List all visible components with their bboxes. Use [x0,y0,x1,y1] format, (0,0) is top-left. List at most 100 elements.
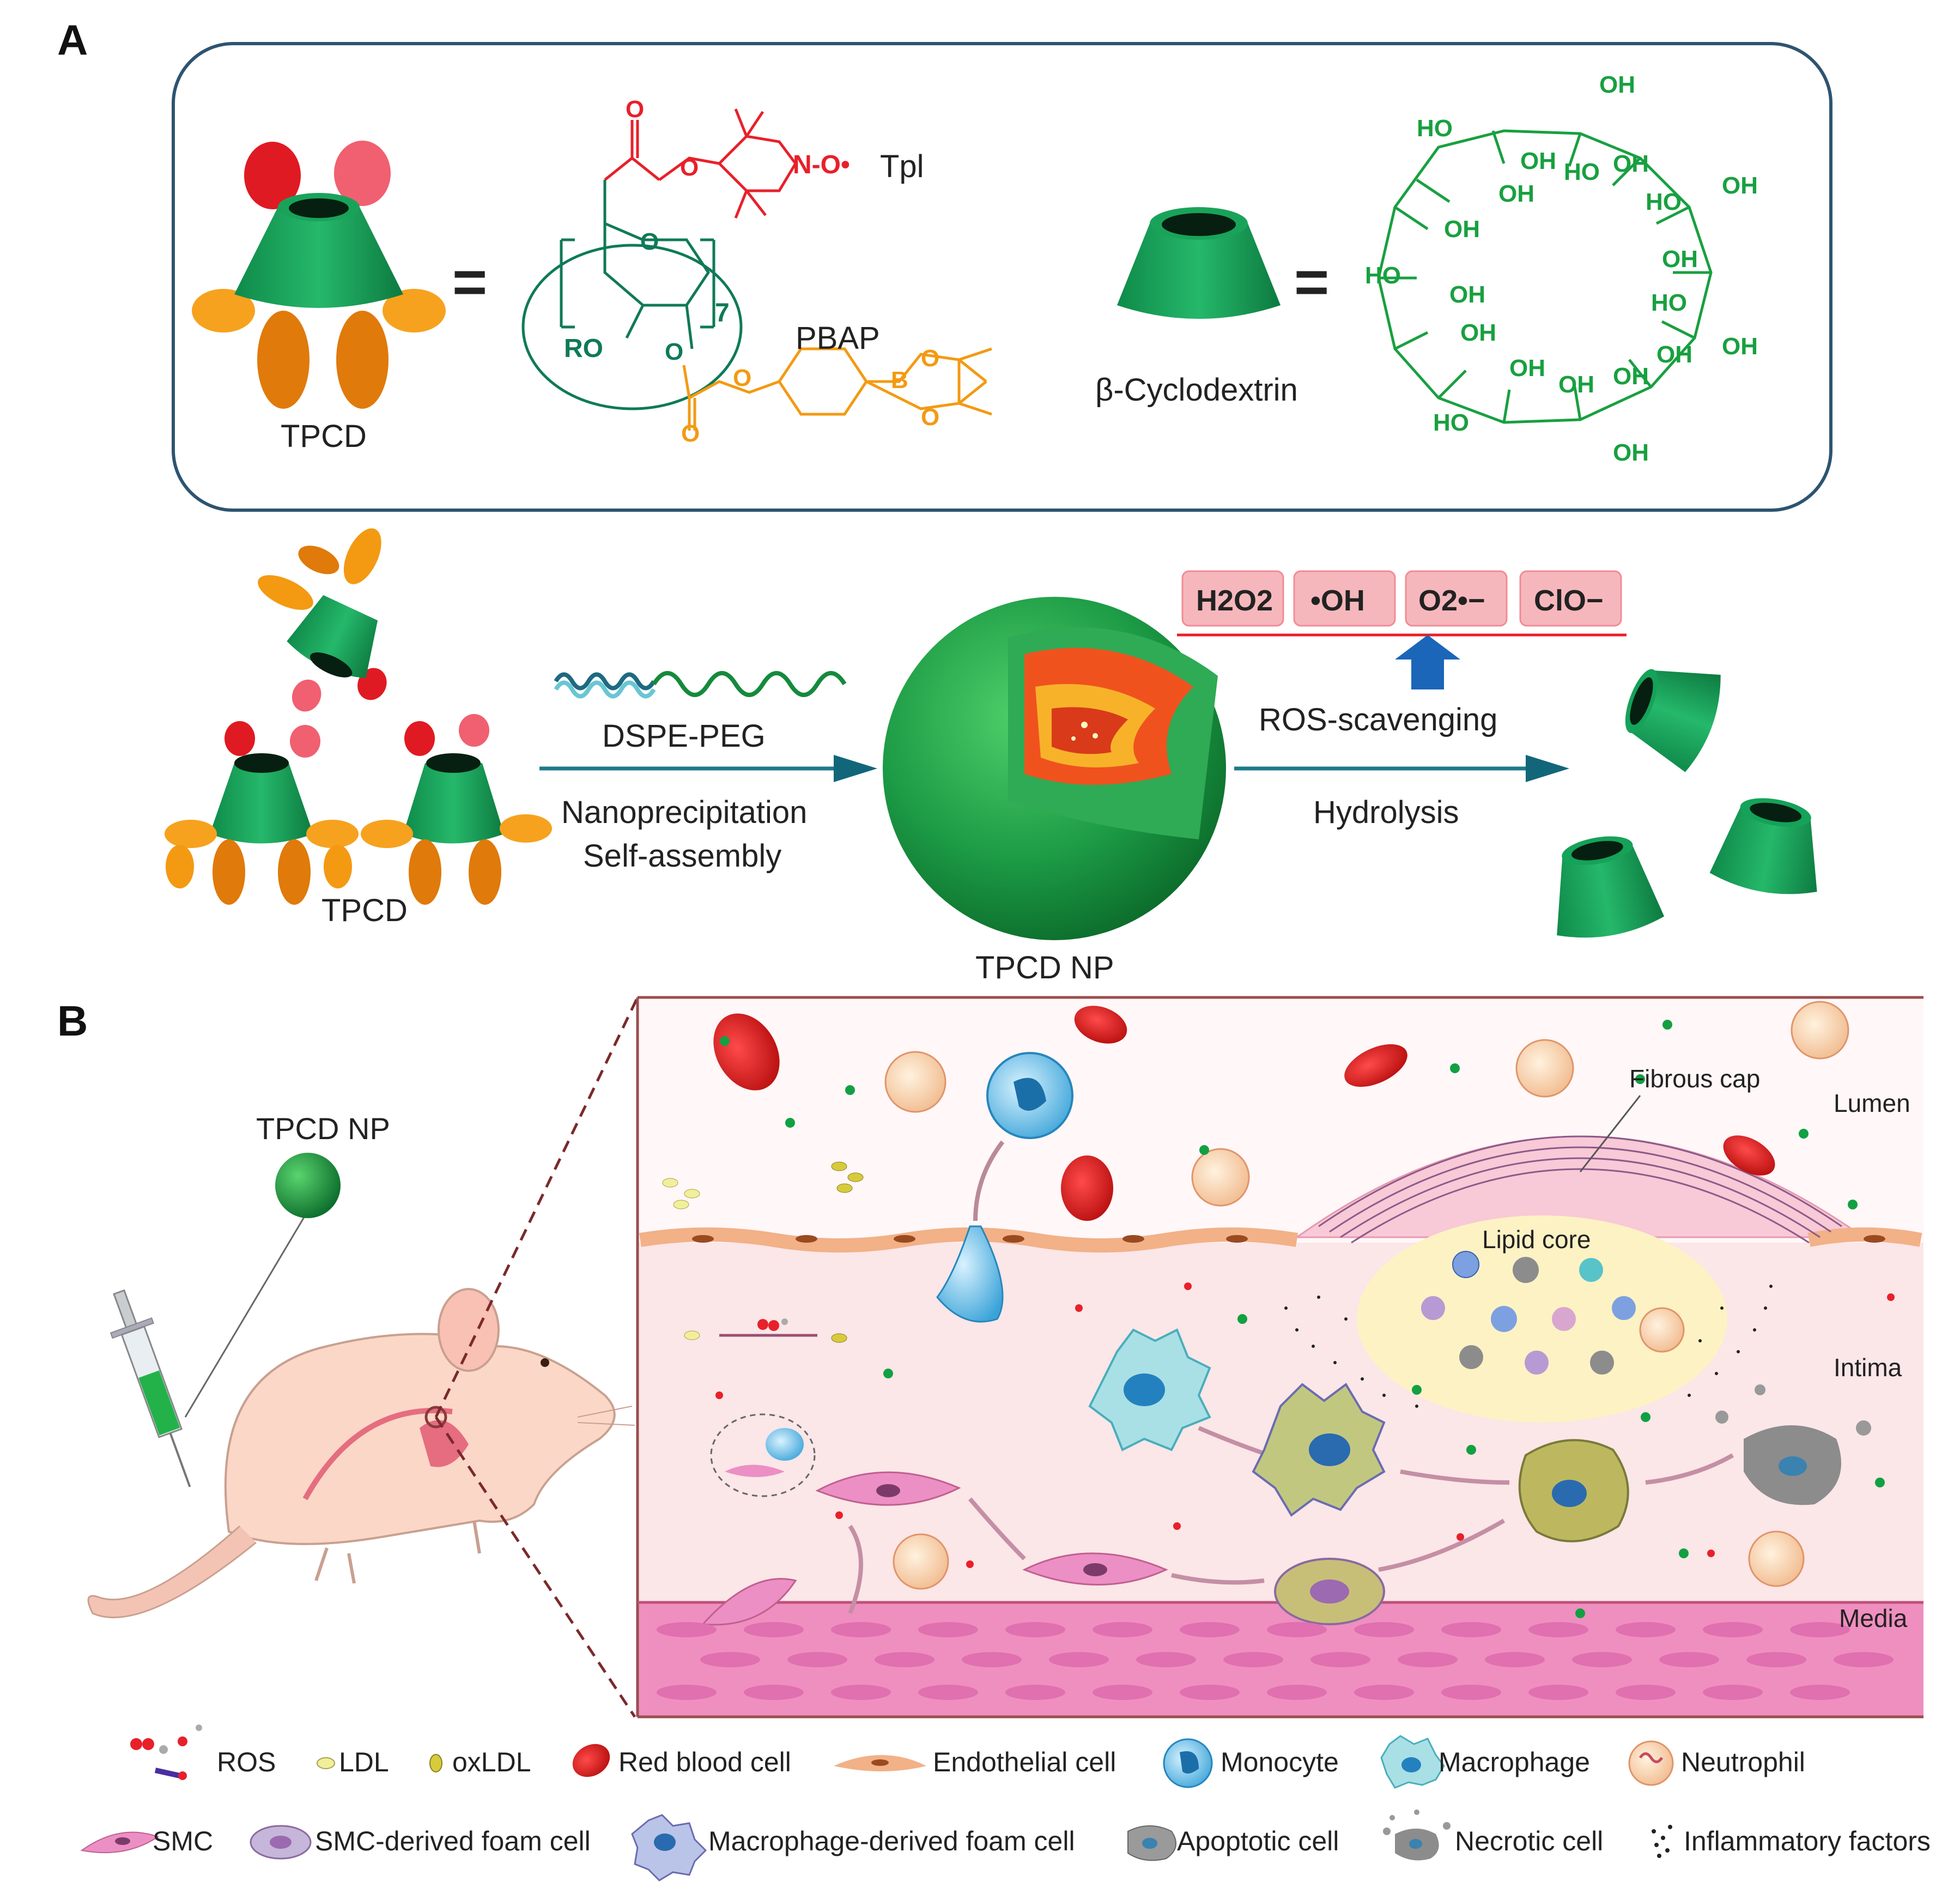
ros-dot [835,1511,843,1519]
legend-endothelial-icon [834,1755,926,1771]
nanoparticle-dot [1237,1314,1247,1324]
fibrous-cap-fibers [1318,1135,1842,1244]
panel-a-box [172,42,1832,512]
ros-dot [966,1560,974,1568]
boronate-o-top: O [921,345,939,372]
tpcd-nanoparticle-sphere [883,597,1226,940]
legend-macrophage-label: Macrophage [1439,1747,1590,1777]
neutrophil [1191,1148,1250,1207]
red-blood-cell [1344,1044,1407,1087]
ros-dot [1887,1293,1895,1301]
ester-o-top: O [680,154,699,181]
oh-group: OH [1460,319,1496,346]
legend-apoptotic-icon [1127,1825,1176,1861]
macrophage-cell [1088,1328,1211,1451]
tpcd-molecule-illustration [192,141,446,409]
pbap-carbonyl-o: O [681,420,700,447]
cyclodextrin-structure: OH HO OH HO OH OH HO OH OH HO OH OH HO O… [1365,71,1758,466]
nanoparticle-dot [1662,1020,1672,1030]
legend-macrophage-foam-icon [631,1814,707,1881]
ros-dot [1173,1522,1181,1530]
ring-ester-o: O [665,338,683,365]
neutrophil [884,1051,946,1113]
tpcd-np-label-b: TPCD NP [256,1111,390,1146]
ros-dots [715,1282,1895,1568]
origin-cells-circle [710,1413,816,1497]
lipid-core-label: Lipid core [1482,1225,1591,1254]
tpcd-label-top: TPCD [281,419,367,454]
tpcd-np-small-sphere [275,1153,341,1218]
ho-group: HO [1564,159,1600,185]
tpcd-np-label: TPCD NP [975,950,1114,985]
legend-macrophage-icon [1380,1735,1445,1789]
red-blood-cells [713,1006,1775,1221]
legend-apoptotic-label: Apoptotic cell [1177,1826,1339,1856]
legend-rbc-label: Red blood cell [618,1747,791,1777]
necrotic-debris [1715,1384,1871,1505]
oh-group: OH [1498,180,1534,207]
large-necrotic-foam-cell [1518,1439,1629,1542]
red-blood-cell [1061,1155,1113,1221]
dspe-peg-label: DSPE-PEG [602,718,766,754]
pbap-label: PBAP [796,320,880,356]
nanoparticle-dot [1450,1063,1460,1073]
ros-species-boxes: H2O2 •OH O2•− ClO− [1177,570,1627,637]
fibrous-cap-label: Fibrous cap [1629,1064,1760,1093]
legend-rbc-icon [572,1744,610,1777]
oh-group: OH [1613,439,1649,466]
boron-atom: B [891,367,908,394]
legend-neutrophil-label: Neutrophil [1681,1747,1805,1777]
nanoprecipitation-label: Nanoprecipitation [561,795,807,830]
panel-a-letter: A [57,16,88,64]
oh-group: OH [1662,246,1698,273]
neutrophils [884,1001,1849,1590]
nanoparticle-dot [1875,1478,1885,1487]
oh-group: OH [1722,333,1758,360]
nanoparticle-dot [1466,1445,1476,1455]
oh-group: OH [1558,371,1594,398]
nanoparticle-dots [720,1020,1885,1618]
self-assembly-label: Self-assembly [583,838,781,874]
legend-monocyte-label: Monocyte [1221,1747,1339,1777]
legend-inflammatory-icon [1652,1825,1672,1858]
tpl-label: Tpl [880,149,924,184]
ros-box-oh [1293,570,1396,627]
legend-ros-label: ROS [217,1747,276,1777]
lumen-label: Lumen [1834,1089,1910,1117]
legend-necrotic-label: Necrotic cell [1455,1826,1603,1856]
macrophage-foam-cell [1252,1383,1386,1517]
ros-hypochlorite-text: ClO− [1534,584,1604,617]
cyclodextrin-cup-illustration [1117,207,1281,319]
vessel-cross-section [636,996,1923,1718]
ros-dot [1457,1533,1464,1541]
legend-smc-icon [80,1831,160,1854]
nanoparticle-dot [883,1369,893,1378]
hydrolysis-label: Hydrolysis [1313,795,1459,830]
equals-sign-1: = [452,249,487,316]
ros-scavenging-label: ROS-scavenging [1259,702,1497,737]
repeat-index: 7 [715,299,730,328]
legend-smc-label: SMC [153,1826,213,1856]
ros-dot [1184,1282,1192,1290]
mouse-illustration [87,1288,635,1619]
legend: ROS LDL oxLDL Red blood cell Endothelial… [80,1724,1931,1881]
tpcd-molecules-cluster [165,528,552,905]
tpcd-label-bottom: TPCD [321,893,408,928]
red-blood-cell [713,1013,780,1091]
ros-dot [1075,1304,1083,1312]
neutrophil [893,1533,949,1590]
oh-group: OH [1449,281,1485,308]
nanoparticle-dot [1848,1200,1858,1209]
intima-label: Intima [1834,1353,1902,1382]
monocyte-in-lumen [986,1052,1073,1139]
oh-group: OH [1613,363,1649,390]
zoom-line-bottom [434,1416,636,1718]
legend-inflammatory-label: Inflammatory factors [1684,1826,1931,1856]
ro-label: RO [564,334,603,363]
ho-group: HO [1417,115,1453,142]
nanoparticle-dot [1799,1129,1809,1139]
nanoparticle-dot [785,1118,795,1128]
smc-foam-cell [1274,1558,1385,1625]
ho-group: HO [1365,262,1401,289]
